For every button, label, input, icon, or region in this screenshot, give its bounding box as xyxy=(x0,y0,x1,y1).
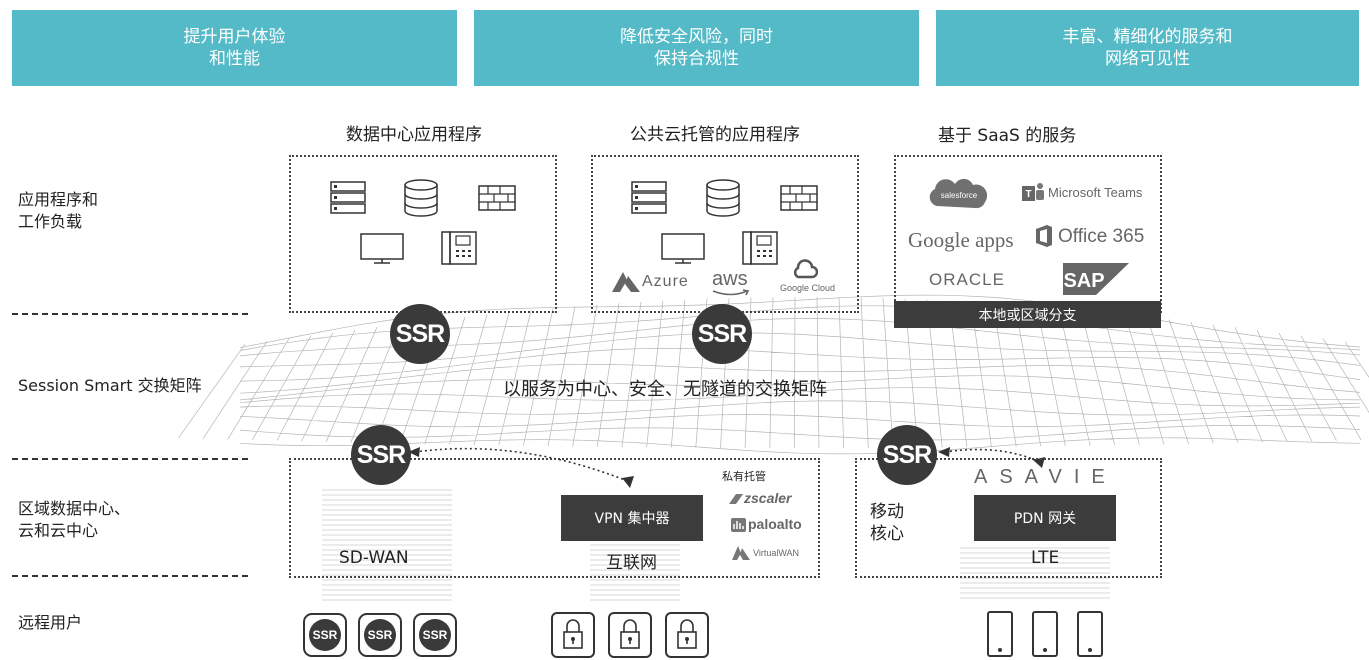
dc-region-box xyxy=(289,458,820,578)
salesforce-label: salesforce xyxy=(941,191,978,200)
server-icon xyxy=(631,181,667,214)
teams-label: Microsoft Teams xyxy=(1048,185,1143,200)
server-icon xyxy=(330,181,366,214)
banner-visibility: 丰富、精细化的服务和 网络可见性 xyxy=(936,10,1359,86)
salesforce-logo-icon: salesforce xyxy=(929,178,988,209)
mobile-phone-icon[interactable] xyxy=(1032,611,1058,657)
separator-line xyxy=(12,575,248,577)
internet-label: 互联网 xyxy=(606,553,657,573)
private-hosted-label: 私有托管 xyxy=(722,470,766,483)
sdwan-label: SD-WAN xyxy=(339,548,409,568)
lte-label: LTE xyxy=(1031,548,1060,568)
lock-icon xyxy=(563,619,583,649)
vpn-label: VPN 集中器 xyxy=(594,511,670,527)
banner-security: 降低安全风险，同时 保持合规性 xyxy=(474,10,919,86)
database-icon xyxy=(706,179,740,217)
title-saas: 基于 SaaS 的服务 xyxy=(938,126,1077,146)
banner-text: 降低安全风险，同时 保持合规性 xyxy=(620,27,773,69)
mobile-phone-icon[interactable] xyxy=(1077,611,1103,657)
firewall-icon xyxy=(478,185,516,211)
lock-icon xyxy=(677,619,697,649)
zscaler-logo-icon xyxy=(729,494,743,504)
paloalto-label: paloalto xyxy=(748,516,802,532)
firewall-icon xyxy=(780,185,818,211)
local-branch-label: 本地或区域分支 xyxy=(978,307,1077,324)
virtualwan-logo-icon xyxy=(732,546,750,560)
google-cloud-label: Google Cloud xyxy=(780,283,836,293)
virtualwan-label: VirtualWAN xyxy=(753,548,800,558)
aws-smile-icon xyxy=(712,289,750,296)
mobile-core-label: 移动 核心 xyxy=(870,502,904,544)
google-apps-label: Google apps xyxy=(908,228,1014,252)
azure-logo-icon xyxy=(612,272,640,292)
remote-vpn-device[interactable] xyxy=(665,612,709,658)
banner-user-experience: 提升用户体验 和性能 xyxy=(12,10,457,86)
remote-vpn-device[interactable] xyxy=(608,612,652,658)
remote-vpn-device[interactable] xyxy=(551,612,595,658)
banner-text: 丰富、精细化的服务和 网络可见性 xyxy=(1062,27,1233,69)
mesh-lines xyxy=(178,294,1369,455)
ssr-router-mobile[interactable]: SSR xyxy=(877,425,937,485)
asavie-label: ASAVIE xyxy=(974,466,1117,488)
row-label-fabric: Session Smart 交换矩阵 xyxy=(18,376,202,395)
remote-ssr-device[interactable]: SSR xyxy=(303,613,347,657)
paloalto-logo-icon xyxy=(731,518,746,532)
zscaler-label: zscaler xyxy=(744,490,792,506)
sap-logo-icon: SAP xyxy=(1063,263,1129,295)
ssr-badge: SSR xyxy=(309,619,341,651)
ssr-router-sdwan[interactable]: SSR xyxy=(351,425,411,485)
local-branch-bar: 本地或区域分支 xyxy=(894,301,1161,328)
ssr-router-cloud-apps[interactable]: SSR xyxy=(692,304,752,364)
teams-logo-icon: T xyxy=(1022,183,1044,201)
vpn-concentrator: VPN 集中器 xyxy=(561,495,703,541)
tunnel-arrow-left xyxy=(414,447,631,483)
pdn-label: PDN 网关 xyxy=(1013,511,1077,527)
oracle-label: ORACLE xyxy=(929,270,1005,289)
google-cloud-icon xyxy=(793,259,818,279)
title-dc-apps: 数据中心应用程序 xyxy=(346,125,482,145)
row-label-apps: 应用程序和 工作负载 xyxy=(18,190,99,231)
phone-icon xyxy=(441,231,477,265)
phone-icon xyxy=(742,231,778,265)
separator-line xyxy=(12,458,248,460)
remote-ssr-device[interactable]: SSR xyxy=(413,613,457,657)
ssr-badge: SSR xyxy=(419,619,451,651)
azure-label: Azure xyxy=(642,273,689,290)
remote-ssr-device[interactable]: SSR xyxy=(358,613,402,657)
arrow-head xyxy=(938,447,950,457)
monitor-icon xyxy=(661,233,705,264)
pdn-gateway: PDN 网关 xyxy=(974,495,1116,541)
office-label: Office 365 xyxy=(1058,226,1145,247)
fabric-description: 以服务为中心、安全、无隧道的交换矩阵 xyxy=(503,379,827,400)
row-label-users: 远程用户 xyxy=(18,613,83,632)
office-logo-icon xyxy=(1036,225,1052,247)
row-label-dc: 区域数据中心、 云和云中心 xyxy=(18,499,131,540)
traffic-beam-lines xyxy=(322,489,1110,601)
database-icon xyxy=(404,179,438,217)
monitor-icon xyxy=(360,233,404,264)
mobile-phone-icon[interactable] xyxy=(987,611,1013,657)
svg-text:T: T xyxy=(1025,189,1031,200)
mobile-region-box xyxy=(855,458,1162,578)
aws-label: aws xyxy=(712,268,748,290)
banner-text: 提升用户体验 和性能 xyxy=(183,27,286,69)
separator-line xyxy=(12,313,248,315)
lock-icon xyxy=(620,619,640,649)
tunnel-arrow-right xyxy=(944,448,1041,463)
ssr-badge: SSR xyxy=(364,619,396,651)
arrow-head xyxy=(622,476,634,488)
sap-label: SAP xyxy=(1063,270,1104,292)
arrow-head xyxy=(408,447,420,457)
title-cloud-apps: 公共云托管的应用程序 xyxy=(630,125,800,145)
ssr-router-dc-apps[interactable]: SSR xyxy=(390,304,450,364)
